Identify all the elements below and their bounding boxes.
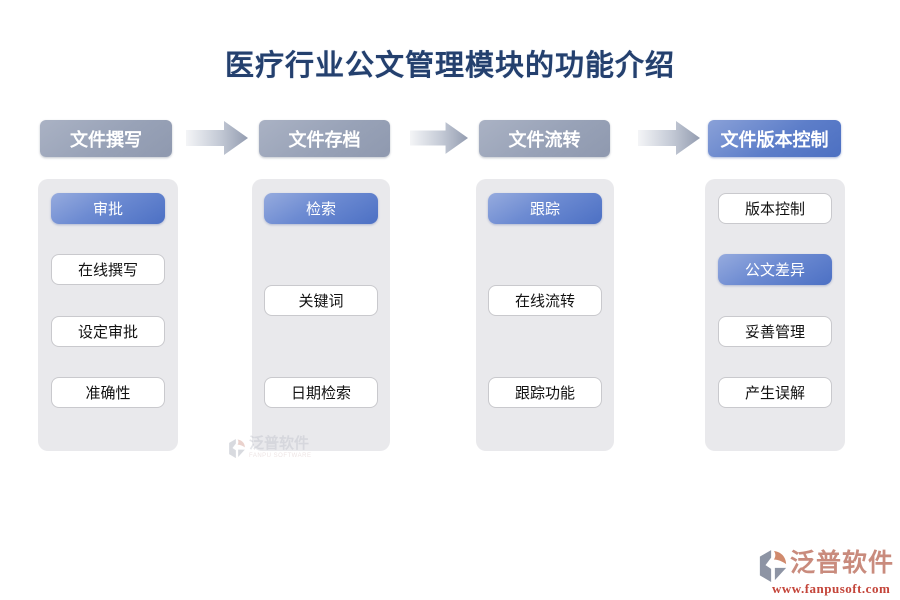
stage-card-2: 跟踪在线流转跟踪功能 <box>476 179 614 451</box>
stage-item-3-0: 版本控制 <box>718 193 832 224</box>
stage-item-2-0: 跟踪 <box>488 193 602 224</box>
stage-item-3-2: 妥善管理 <box>718 316 832 347</box>
stage-header-0: 文件撰写 <box>40 120 172 157</box>
flow-arrow-icon-2 <box>638 121 700 155</box>
brand-logo: 泛普软件 www.fanpusoft.com <box>758 549 894 597</box>
stage-item-0-1: 在线撰写 <box>51 254 165 285</box>
stage-header-3: 文件版本控制 <box>708 120 841 157</box>
stage-item-0-3: 准确性 <box>51 377 165 408</box>
stage-item-3-1: 公文差异 <box>718 254 832 285</box>
fanpu-logo-icon <box>759 550 787 582</box>
stage-item-0-2: 设定审批 <box>51 316 165 347</box>
brand-url: www.fanpusoft.com <box>772 581 891 596</box>
stage-card-3: 版本控制公文差异妥善管理产生误解 <box>705 179 845 451</box>
flow-arrow-icon-1 <box>410 122 468 154</box>
stage-header-1: 文件存档 <box>259 120 390 157</box>
flow-arrow-icon-0 <box>186 121 248 155</box>
stage-item-1-0: 检索 <box>264 193 378 224</box>
brand-row: 泛普软件 <box>758 549 894 583</box>
stage-item-2-2: 跟踪功能 <box>488 377 602 408</box>
watermark-subtext: FANPU SOFTWARE <box>249 453 312 459</box>
stage-item-0-0: 审批 <box>51 193 165 224</box>
stage-item-2-1: 在线流转 <box>488 285 602 316</box>
brand-name: 泛普软件 <box>790 550 895 577</box>
stage-item-3-3: 产生误解 <box>718 377 832 408</box>
stage-card-0: 审批在线撰写设定审批准确性 <box>38 179 178 451</box>
stage-item-1-1: 关键词 <box>264 285 378 316</box>
page-title: 医疗行业公文管理模块的功能介绍 <box>224 50 675 82</box>
stage-header-2: 文件流转 <box>479 120 610 157</box>
stage-item-1-2: 日期检索 <box>264 377 378 408</box>
fanpu-logo-icon <box>229 438 245 459</box>
stage-card-1: 检索关键词日期检索 <box>252 179 390 451</box>
